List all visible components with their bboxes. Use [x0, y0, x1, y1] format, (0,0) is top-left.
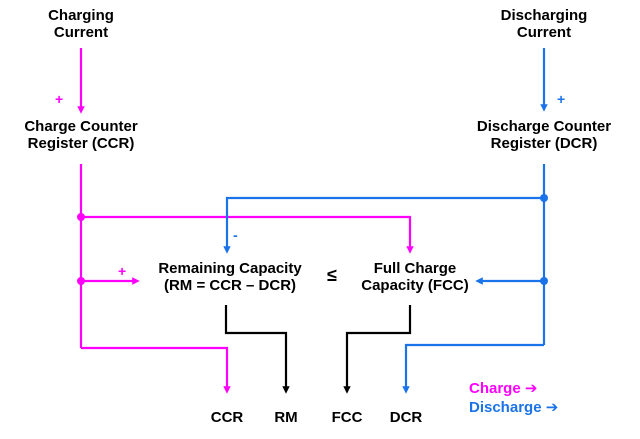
sign-discharge-plus: +	[557, 91, 566, 107]
node-charging-current: Charging Current	[48, 7, 114, 41]
legend-charge-label: Charge	[469, 380, 521, 397]
edge-fcc-output	[343, 305, 412, 394]
output-label-dcr: DCR	[389, 409, 423, 426]
comparator-symbol: ≤	[327, 265, 337, 285]
junction-dot-dcr-fcc	[540, 277, 548, 285]
edge-dcr-output	[402, 343, 544, 394]
junction-dot-dcr-rm	[540, 194, 548, 202]
legend-charge: Charge ➔	[469, 381, 537, 397]
node-remaining-capacity: Remaining Capacity (RM = CCR – DCR)	[158, 260, 302, 294]
arrow-right-icon: ➔	[524, 380, 538, 397]
legend-discharge: Discharge ➔	[469, 400, 558, 416]
arrow-right-icon: ➔	[545, 399, 559, 416]
edge-ccr-output	[81, 346, 231, 394]
node-charge-counter-register: Charge Counter Register (CCR)	[24, 118, 138, 152]
junction-dot-ccr-fcc	[77, 213, 85, 221]
output-label-ccr: CCR	[210, 409, 244, 426]
node-discharging-current: Discharging Current	[500, 7, 588, 41]
edge-dcr-to-rm	[223, 196, 544, 254]
output-label-rm: RM	[274, 409, 298, 426]
legend-discharge-label: Discharge	[469, 399, 542, 416]
output-label-fcc: FCC	[331, 409, 363, 426]
junction-dot-ccr-rm	[77, 277, 85, 285]
sign-rm-plus: +	[118, 263, 127, 279]
sign-charge-plus: +	[55, 91, 64, 107]
edge-rm-output	[224, 305, 290, 394]
node-full-charge-capacity: Full Charge Capacity (FCC)	[361, 260, 469, 294]
sign-rm-minus: -	[233, 227, 238, 243]
node-discharge-counter-register: Discharge Counter Register (DCR)	[476, 118, 612, 152]
edge-ccr-to-fcc	[81, 215, 414, 254]
